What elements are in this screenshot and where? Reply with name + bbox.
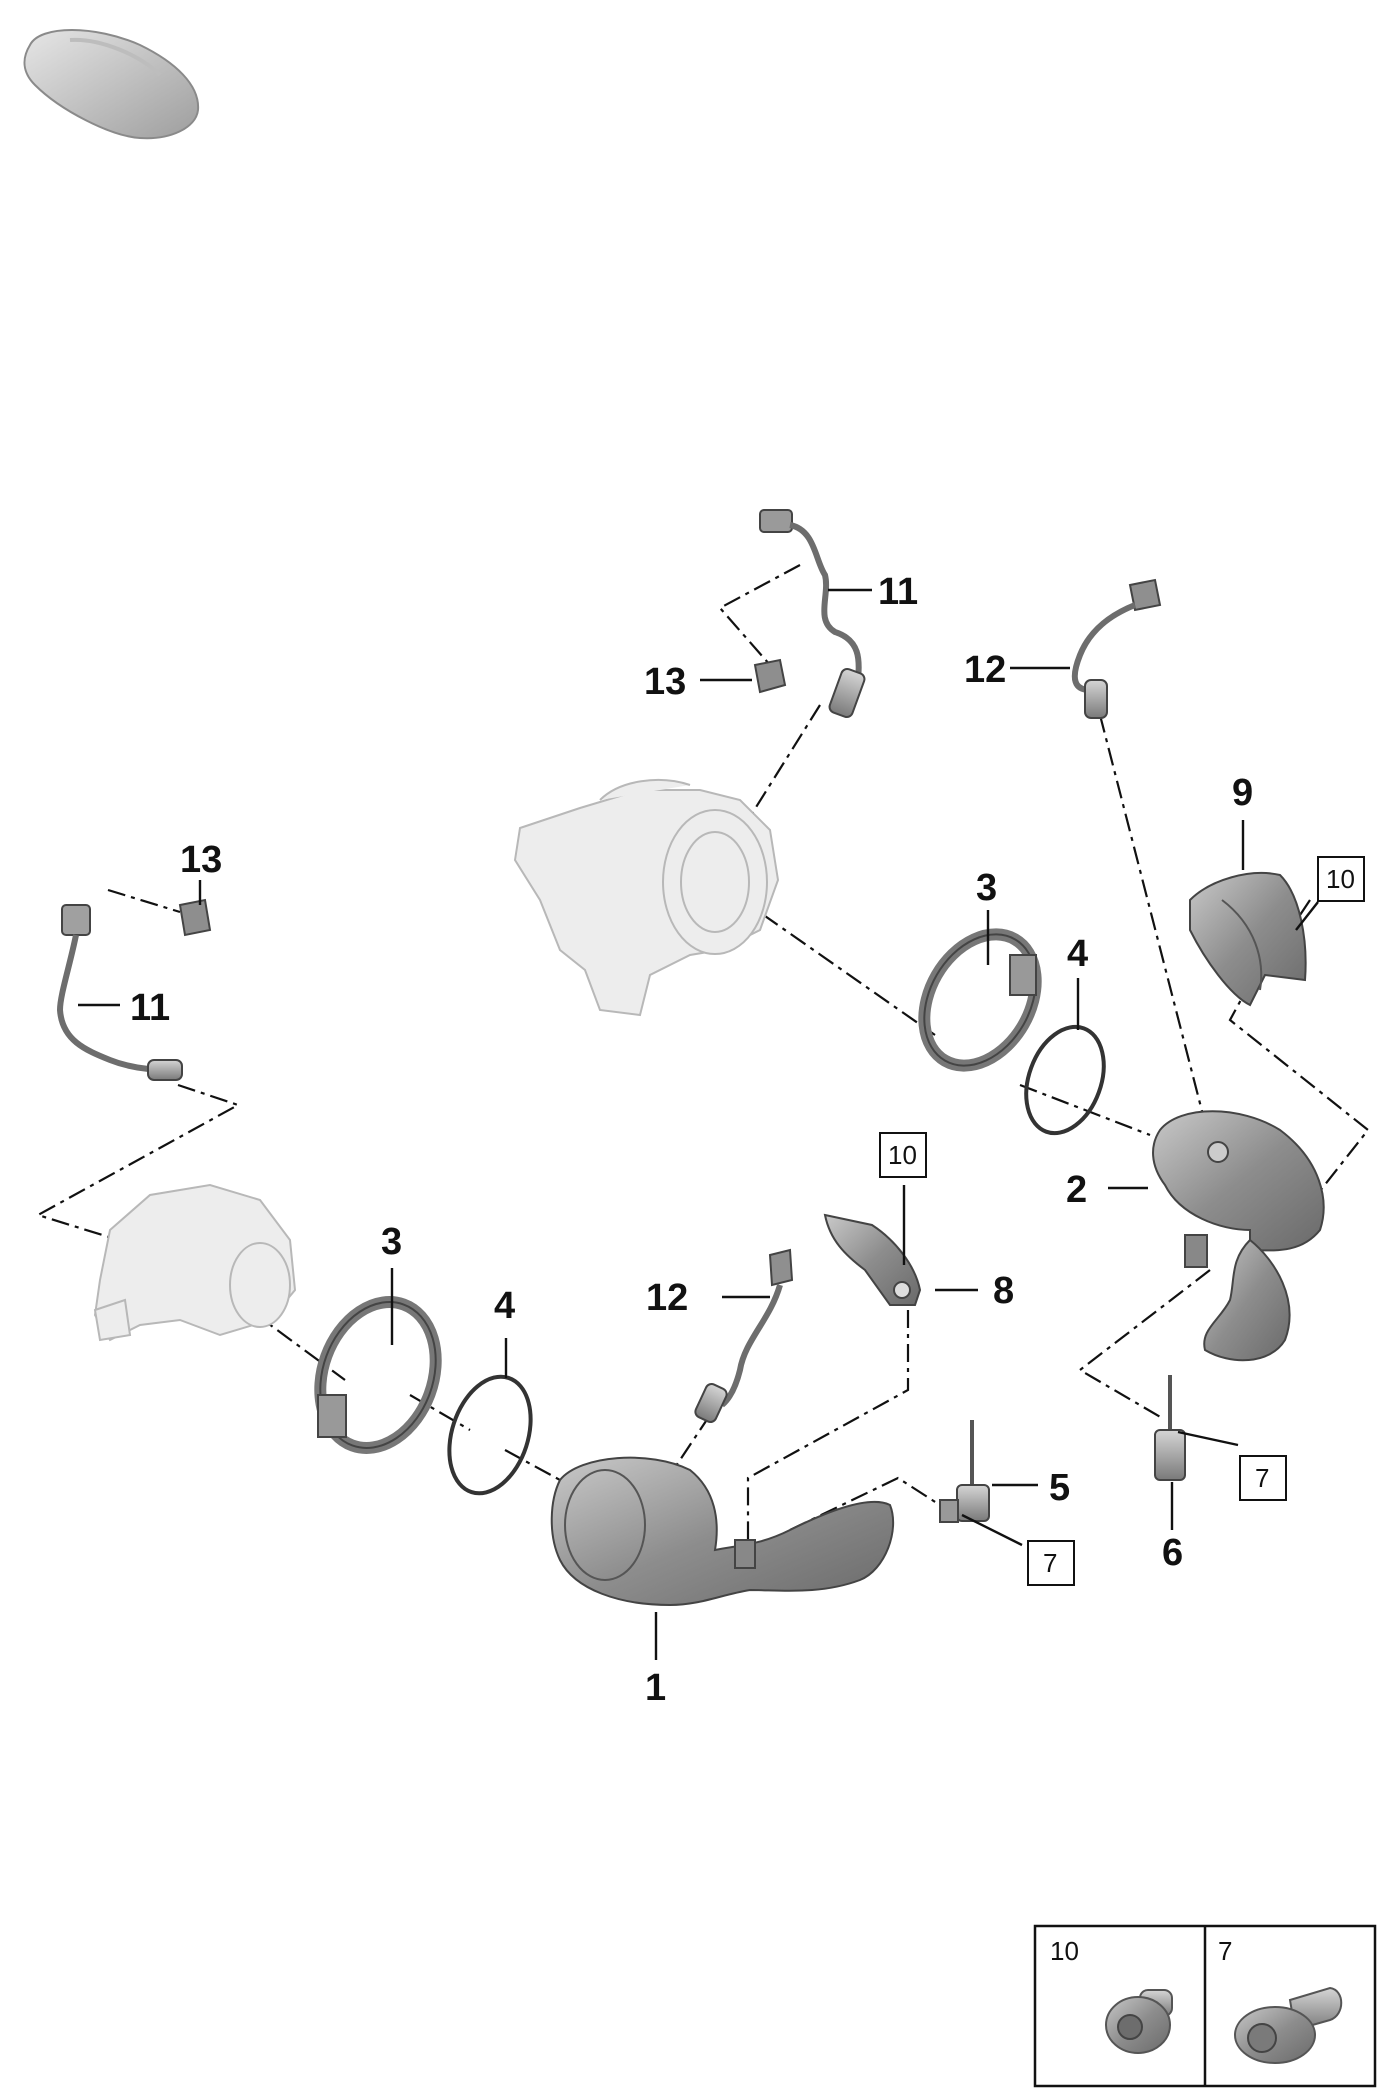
callout-9: 9 xyxy=(1232,772,1253,814)
svg-text:10: 10 xyxy=(1326,864,1355,894)
callout-4-upper: 4 xyxy=(1067,933,1088,975)
v-band-clamp-lower xyxy=(314,1296,442,1454)
car-silhouette-icon xyxy=(23,29,200,140)
legend-label-7: 7 xyxy=(1218,1936,1232,1966)
callout-11-upper: 11 xyxy=(878,571,918,613)
temperature-sensor-left xyxy=(939,1420,990,1523)
boxed-ref-10-center: 10 xyxy=(879,1132,927,1178)
catalytic-converter-left xyxy=(550,1456,895,1607)
sensor-holder-upper xyxy=(753,658,787,694)
callout-12-lower: 12 xyxy=(646,1277,688,1319)
callout-1: 1 xyxy=(645,1667,666,1709)
hex-socket-bolt-icon xyxy=(1105,1989,1173,2054)
callout-11-left: 11 xyxy=(130,987,170,1029)
callout-13-upper: 13 xyxy=(644,661,686,703)
callout-13-left: 13 xyxy=(180,839,222,881)
svg-text:7: 7 xyxy=(1043,1548,1057,1578)
flange-bolt-icon xyxy=(1234,1986,1343,2064)
oxygen-sensor-lower xyxy=(694,1248,794,1423)
boxed-ref-7-center: 7 xyxy=(1027,1540,1075,1586)
callout-3-lower: 3 xyxy=(381,1221,402,1263)
v-band-clamp-upper xyxy=(918,928,1042,1072)
svg-text:10: 10 xyxy=(888,1140,917,1170)
boxed-ref-10-right: 10 xyxy=(1317,856,1365,902)
boxed-ref-7-right: 7 xyxy=(1239,1455,1287,1501)
heat-shield xyxy=(1189,872,1307,1007)
fastener-legend: 10 7 xyxy=(1033,1924,1377,2088)
callout-4-lower: 4 xyxy=(494,1285,515,1327)
temperature-sensor-right xyxy=(1154,1375,1186,1481)
turbocharger-lower xyxy=(93,1183,297,1342)
gasket-ring-lower xyxy=(447,1374,533,1496)
oxygen-sensor-left xyxy=(56,904,183,1081)
callout-12-right: 12 xyxy=(964,649,1006,691)
sensor-holder-left xyxy=(178,898,212,937)
gasket-ring-upper xyxy=(1024,1024,1106,1136)
leader-lines xyxy=(78,588,1319,1660)
turbocharger-upper xyxy=(513,779,780,1017)
oxygen-sensor-right xyxy=(1071,578,1162,719)
callout-6: 6 xyxy=(1162,1532,1183,1574)
legend-label-10: 10 xyxy=(1050,1936,1079,1966)
catalytic-converter-right xyxy=(1152,1110,1325,1362)
callout-5: 5 xyxy=(1049,1467,1070,1509)
svg-text:7: 7 xyxy=(1255,1463,1269,1493)
mounting-bracket xyxy=(823,1213,922,1306)
callout-3-upper: 3 xyxy=(976,867,997,909)
callout-2: 2 xyxy=(1066,1169,1087,1211)
callout-8: 8 xyxy=(993,1270,1014,1312)
oxygen-sensor-upper xyxy=(759,509,866,719)
